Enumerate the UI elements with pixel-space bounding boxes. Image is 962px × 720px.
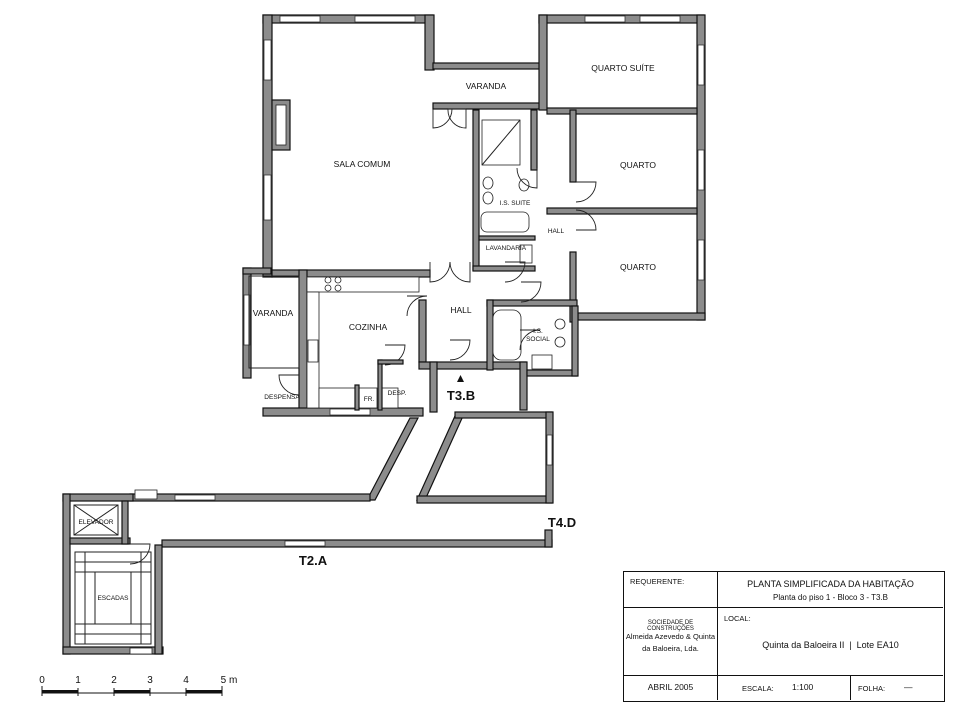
title-block: REQUERENTE: PLANTA SIMPLIFICADA DA HABIT… [623,571,945,702]
label-is-suite: I.S. SUITE [500,200,531,207]
doors [278,108,597,396]
plan-subtitle: Planta do piso 1 - Bloco 3 - T3.B [772,593,889,602]
company-line-3: da Baloeira, Lda. [642,644,699,653]
label-sala-comum: SALA COMUM [334,159,391,169]
label-desp: DESP. [388,390,407,397]
unit-label-t3b: T3.B [447,388,475,403]
label-quarto-suite: QUARTO SUÍTE [591,63,655,73]
folha-label: FOLHA: [858,684,886,693]
windows [243,15,705,416]
scale-tick-2: 2 [111,675,117,686]
escala-label: ESCALA: [742,684,774,693]
kitchen-partition [354,384,360,411]
bathroom-fixtures [480,119,566,370]
plan-date: ABRIL 2005 [647,682,694,692]
unit-label-t4d: T4.D [548,515,576,530]
scale-tick-0: 0 [39,675,45,686]
label-quarto-1: QUARTO [620,160,656,170]
escala-value: 1:100 [792,682,814,692]
company-line-2: Almeida Azevedo & Quinta [625,632,716,641]
desp-partition-top [377,359,404,365]
label-fr: FR. [364,396,375,403]
scale-tick-4: 4 [183,675,189,686]
plan-title: PLANTA SIMPLIFICADA DA HABITAÇÃO [747,579,914,589]
label-is-social-2: SOCIAL [526,336,550,343]
scale-tick-3: 3 [147,675,153,686]
label-elevador: ELEVADOR [79,519,114,526]
label-varanda-left: VARANDA [253,308,294,318]
local-label: LOCAL: [724,614,751,623]
unit-label-t2a: T2.A [299,553,328,568]
label-escadas: ESCADAS [97,595,129,602]
fireplace-inner [275,104,287,146]
label-hall-center: HALL [450,305,472,315]
scale-tick-1: 1 [75,675,81,686]
varanda-left-frame [248,275,300,369]
label-varanda-top: VARANDA [466,81,507,91]
local-value: Quinta da Baloeira II | Lote EA10 [762,640,899,650]
label-hall-right: HALL [548,228,565,235]
scale-bar: 0 1 2 3 4 5 m [39,675,237,696]
company-line-1: SOCIEDADE DE CONSTRUÇÕES [647,620,694,632]
folha-value: — [904,682,913,692]
label-cozinha: COZINHA [349,322,388,332]
label-is-social-1: I.S. [533,328,543,335]
kitchen-fixtures [306,276,420,409]
label-lavandaria: LAVANDARIA [486,245,527,252]
common-corridor [129,411,554,548]
stair-block [62,493,164,655]
entry-arrow-icon [457,375,464,382]
scale-tick-5: 5 m [221,675,238,686]
requerente-label: REQUERENTE: [630,577,685,586]
desp-partition-left [377,359,383,411]
label-despensa: DESPENSA [264,394,300,401]
label-quarto-2: QUARTO [620,262,656,272]
